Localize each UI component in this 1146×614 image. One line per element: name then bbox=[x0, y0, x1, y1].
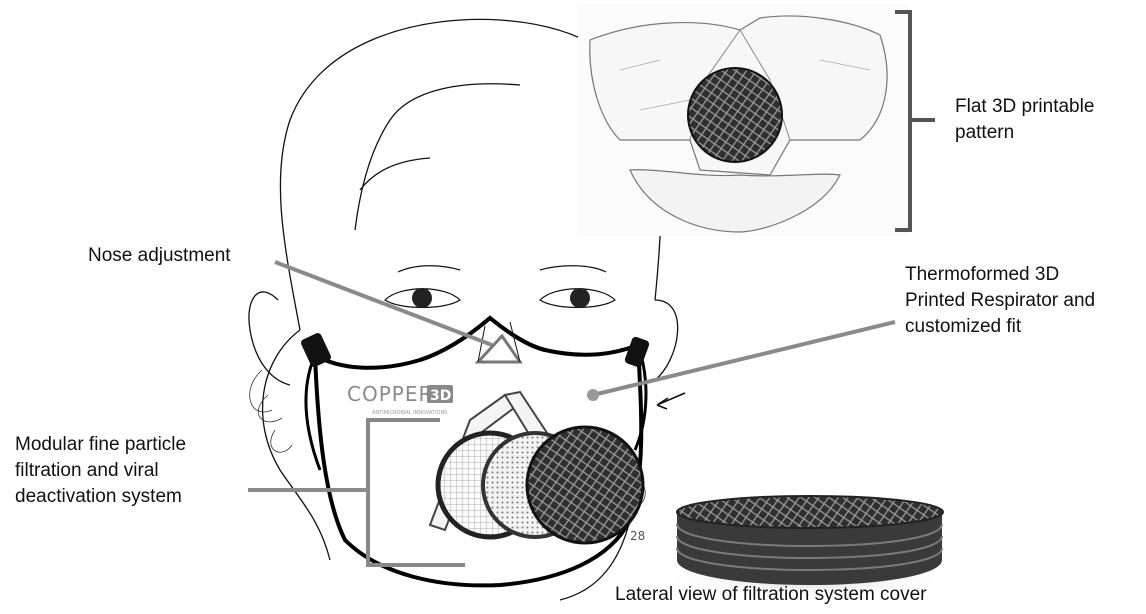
cover-marking: 28 bbox=[630, 529, 645, 543]
label-thermoformed-respirator: Thermoformed 3D Printed Respirator and c… bbox=[905, 262, 1095, 340]
label-lateral-view: Lateral view of filtration system cover bbox=[615, 582, 927, 608]
flat-pattern-inset bbox=[578, 4, 908, 236]
filter-cover-mesh bbox=[527, 427, 643, 543]
left-eye bbox=[385, 266, 460, 308]
label-flat-pattern: Flat 3D printable pattern bbox=[955, 94, 1094, 146]
respirator-pointer-dot bbox=[587, 389, 599, 401]
svg-text:COPPER: COPPER bbox=[347, 382, 433, 406]
right-eye bbox=[540, 266, 615, 308]
label-filtration-system: Modular fine particle filtration and vir… bbox=[15, 432, 186, 510]
svg-text:3D: 3D bbox=[430, 388, 451, 404]
svg-text:ANTIMICROBIAL INNOVATIONS: ANTIMICROBIAL INNOVATIONS bbox=[372, 410, 447, 416]
label-nose-adjustment: Nose adjustment bbox=[88, 243, 231, 269]
flat-pattern-filter-disc bbox=[688, 68, 782, 162]
right-strap-clip bbox=[624, 336, 650, 368]
side-arrow bbox=[657, 393, 685, 409]
